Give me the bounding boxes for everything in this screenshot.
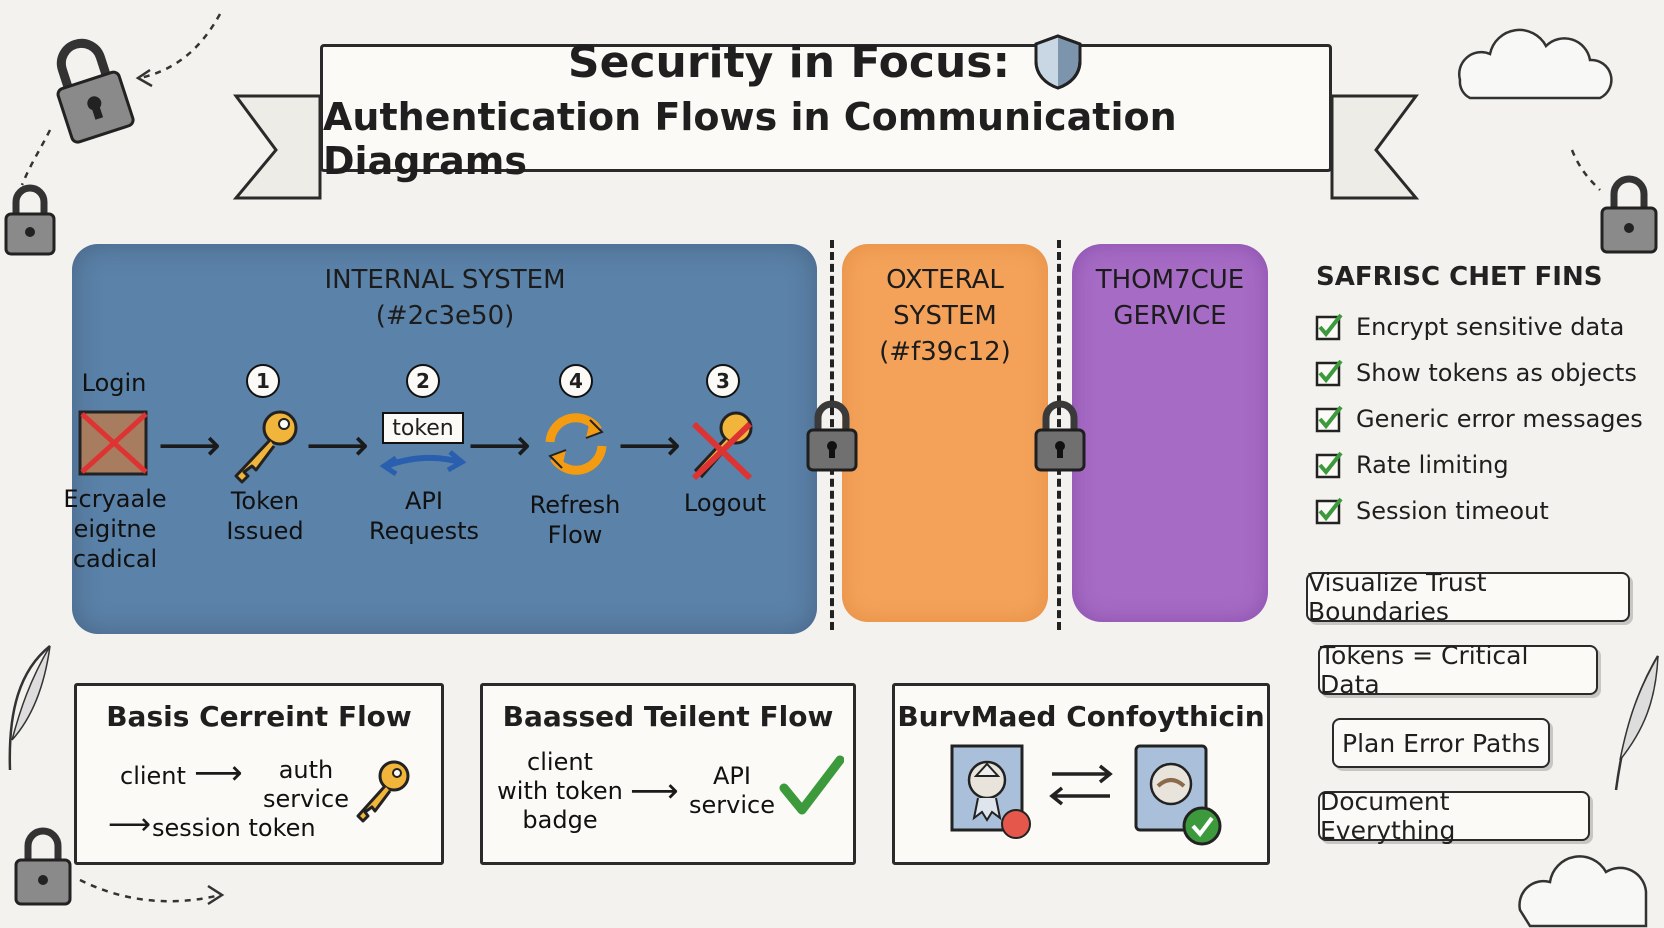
checkbox-checked-icon: [1315, 313, 1343, 341]
flow-node-auth-service: auth service: [263, 756, 349, 813]
token-chip: token: [382, 412, 464, 444]
tag-plan-error-paths: Plan Error Paths: [1332, 718, 1550, 768]
tag-tokens-critical-data: Tokens = Critical Data: [1318, 641, 1598, 699]
flow-step-login-label: Login: [81, 369, 147, 397]
certificate-icon: [950, 744, 1031, 839]
lock-icon: [4, 184, 56, 256]
flow-arrow: ⟶: [306, 420, 370, 471]
flow-arrow: ⟶: [108, 807, 152, 842]
cloud-icon: [1458, 28, 1613, 100]
lock-icon: [806, 400, 858, 472]
checklist: Encrypt sensitive data Show tokens as ob…: [1314, 304, 1654, 534]
exchange-arrows-icon: [1049, 764, 1113, 806]
panel-title: Baassed Teilent Flow: [502, 700, 834, 733]
checklist-item: Rate limiting: [1314, 442, 1654, 488]
zone-internal-label: INTERNAL SYSTEM (#2c3e50): [324, 265, 566, 331]
tag-visualize-trust-boundaries: Visualize Trust Boundaries: [1306, 568, 1630, 626]
flow-arrow: ⟶: [630, 771, 679, 811]
shield-icon: [1034, 34, 1082, 90]
flow-arrow: ⟶: [194, 753, 243, 793]
exchange-arrows-icon: [380, 450, 467, 476]
step-number-badge: 1: [246, 364, 280, 398]
panel-title: BurvMaed Confoythicin: [897, 700, 1265, 733]
feather-icon: [8, 645, 51, 771]
zone-external-label: OXTERAL SYSTEM (#f39c12): [879, 265, 1011, 367]
checklist-item: Session timeout: [1314, 488, 1654, 534]
lock-icon: [56, 38, 135, 144]
checkbox-checked-icon: [1315, 359, 1343, 387]
zone-external-system: [842, 244, 1048, 622]
flow-node-client-with-token: client with token badge: [497, 748, 623, 834]
panel-token-flow: Baassed Teilent Flow: [480, 683, 856, 865]
key-icon: [234, 410, 298, 484]
zone-third-label: THOM7CUE GERVICE: [1095, 265, 1245, 331]
flow-node-api-service: API service: [689, 762, 775, 819]
title-banner: Security in Focus: Authentication Flows …: [320, 34, 1332, 183]
step-number-badge: 4: [559, 364, 593, 398]
tag-document-everything: Document Everything: [1318, 787, 1590, 845]
flow-node-session-token: session token: [152, 814, 316, 842]
key-icon: [356, 760, 410, 823]
flow-arrow: ⟶: [468, 420, 532, 471]
crossed-box-icon: [78, 410, 148, 476]
flow-step-refresh-flow: Refresh Flow: [529, 491, 621, 549]
cloud-icon: [1518, 855, 1648, 928]
flow-arrow: ⟶: [618, 420, 682, 471]
refresh-icon: [545, 413, 607, 475]
verified-partner-icon: [1134, 744, 1222, 846]
flow-step-logout: Logout: [683, 489, 767, 517]
checklist-title: SAFRISC CHET FINS: [1316, 262, 1603, 292]
zone-third-party-service: [1072, 244, 1268, 622]
checklist-item: Encrypt sensitive data: [1314, 304, 1654, 350]
step-number-badge: 3: [706, 364, 740, 398]
checkbox-checked-icon: [1315, 451, 1343, 479]
lock-icon: [14, 827, 72, 906]
panel-title: Basis Cerreint Flow: [106, 700, 412, 733]
banner-title-row: Security in Focus:: [568, 33, 1084, 91]
step-number-badge: 2: [406, 364, 440, 398]
checklist-item: Generic error messages: [1314, 396, 1654, 442]
flow-node-client: client: [120, 762, 186, 790]
flow-step-api-requests: API Requests: [369, 487, 479, 545]
flow-step-login-desc: Ecryaale eigitne cadical: [63, 485, 167, 573]
checkbox-checked-icon: [1315, 405, 1343, 433]
revoked-key-icon: [691, 411, 753, 481]
flow-arrow: ⟶: [158, 420, 222, 471]
page-title: Security in Focus:: [567, 36, 1011, 88]
lock-icon: [1600, 175, 1658, 254]
checklist-item: Show tokens as objects: [1314, 350, 1654, 396]
page-subtitle: Authentication Flows in Communication Di…: [323, 95, 1177, 183]
feather-icon: [1614, 655, 1660, 791]
checkbox-checked-icon: [1315, 497, 1343, 525]
flow-step-token-issued: Token Issued: [226, 487, 304, 545]
checkmark-icon: [779, 755, 844, 815]
lock-icon: [1034, 400, 1086, 472]
